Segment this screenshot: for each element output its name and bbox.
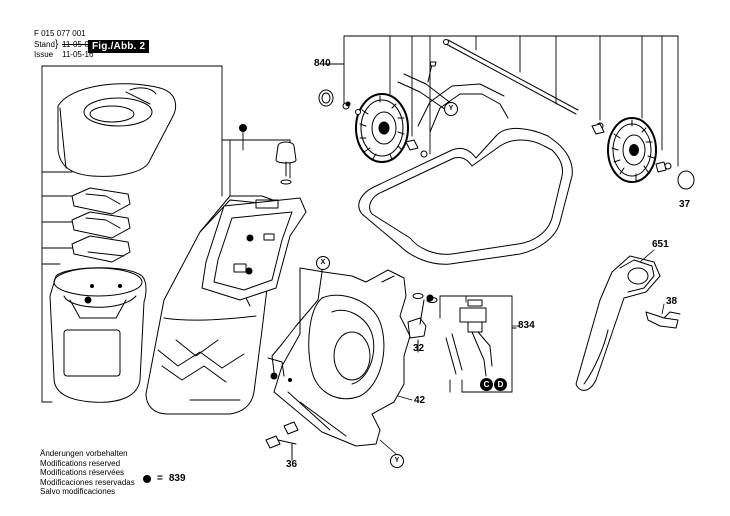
left-wheel [355, 93, 409, 163]
legend-code: 839 [168, 473, 186, 484]
frame-tube [358, 73, 573, 265]
note-line: Salvo modificaciones [40, 487, 116, 496]
container-bottom [49, 267, 147, 403]
callout-834: 834 [518, 320, 535, 331]
note-line: Modificaciones reservadas [40, 477, 135, 487]
container-top [57, 83, 177, 177]
bracket-834 [439, 295, 517, 393]
switch-part [407, 299, 427, 353]
legend-equals: = [157, 473, 163, 484]
bushings [405, 123, 667, 173]
reference-y-top: Y [444, 102, 458, 116]
issue-label: Issue [34, 50, 54, 59]
leader-lines [319, 249, 665, 455]
marker-dot [239, 124, 247, 132]
legend-dot [143, 474, 151, 483]
callout-840: 840 [314, 58, 331, 69]
figure-label: Fig./Abb. 2 [88, 40, 150, 53]
right-wheel [607, 117, 657, 183]
reference-y-bottom: Y [390, 454, 404, 468]
axle [443, 39, 579, 115]
frame-screw [427, 61, 437, 83]
cap-dot [345, 101, 351, 107]
clip-38 [645, 311, 681, 329]
wheel-caps [318, 89, 695, 190]
connector-d: D [494, 378, 507, 391]
handle-grip [575, 255, 661, 391]
callout-36: 36 [286, 459, 298, 470]
motor-housing [273, 267, 411, 447]
note-line: Modifications reserved [40, 458, 121, 468]
callout-32: 32 [413, 343, 425, 354]
connector-c: C [480, 378, 493, 391]
note-line: Modifications réservées [40, 468, 125, 477]
legend: = 839 [143, 473, 186, 484]
callout-38: 38 [666, 296, 678, 307]
stand-label: Stand [34, 40, 55, 49]
stand-date: 11-05-03 [62, 40, 94, 49]
callout-37: 37 [679, 199, 691, 210]
frame-bracket [323, 35, 679, 167]
notes-block: Änderungen vorbehalten Modifications res… [40, 449, 135, 497]
screws [265, 421, 299, 461]
brace-glyph: } [55, 39, 59, 50]
doc-number: F 015 077 001 [34, 29, 86, 38]
washers [412, 293, 438, 303]
filter-sheets [71, 187, 131, 263]
issue-date: 11-05-16 [62, 50, 94, 59]
callout-42: 42 [414, 395, 426, 406]
capacitor-assembly [445, 299, 493, 377]
lid-frame [201, 197, 307, 301]
callout-651: 651 [652, 239, 669, 250]
reference-x: X [316, 256, 330, 270]
rod-dot [270, 372, 278, 380]
left-group-bracket [41, 65, 291, 403]
note-line: Änderungen vorbehalten [40, 449, 128, 458]
knob [275, 141, 297, 185]
